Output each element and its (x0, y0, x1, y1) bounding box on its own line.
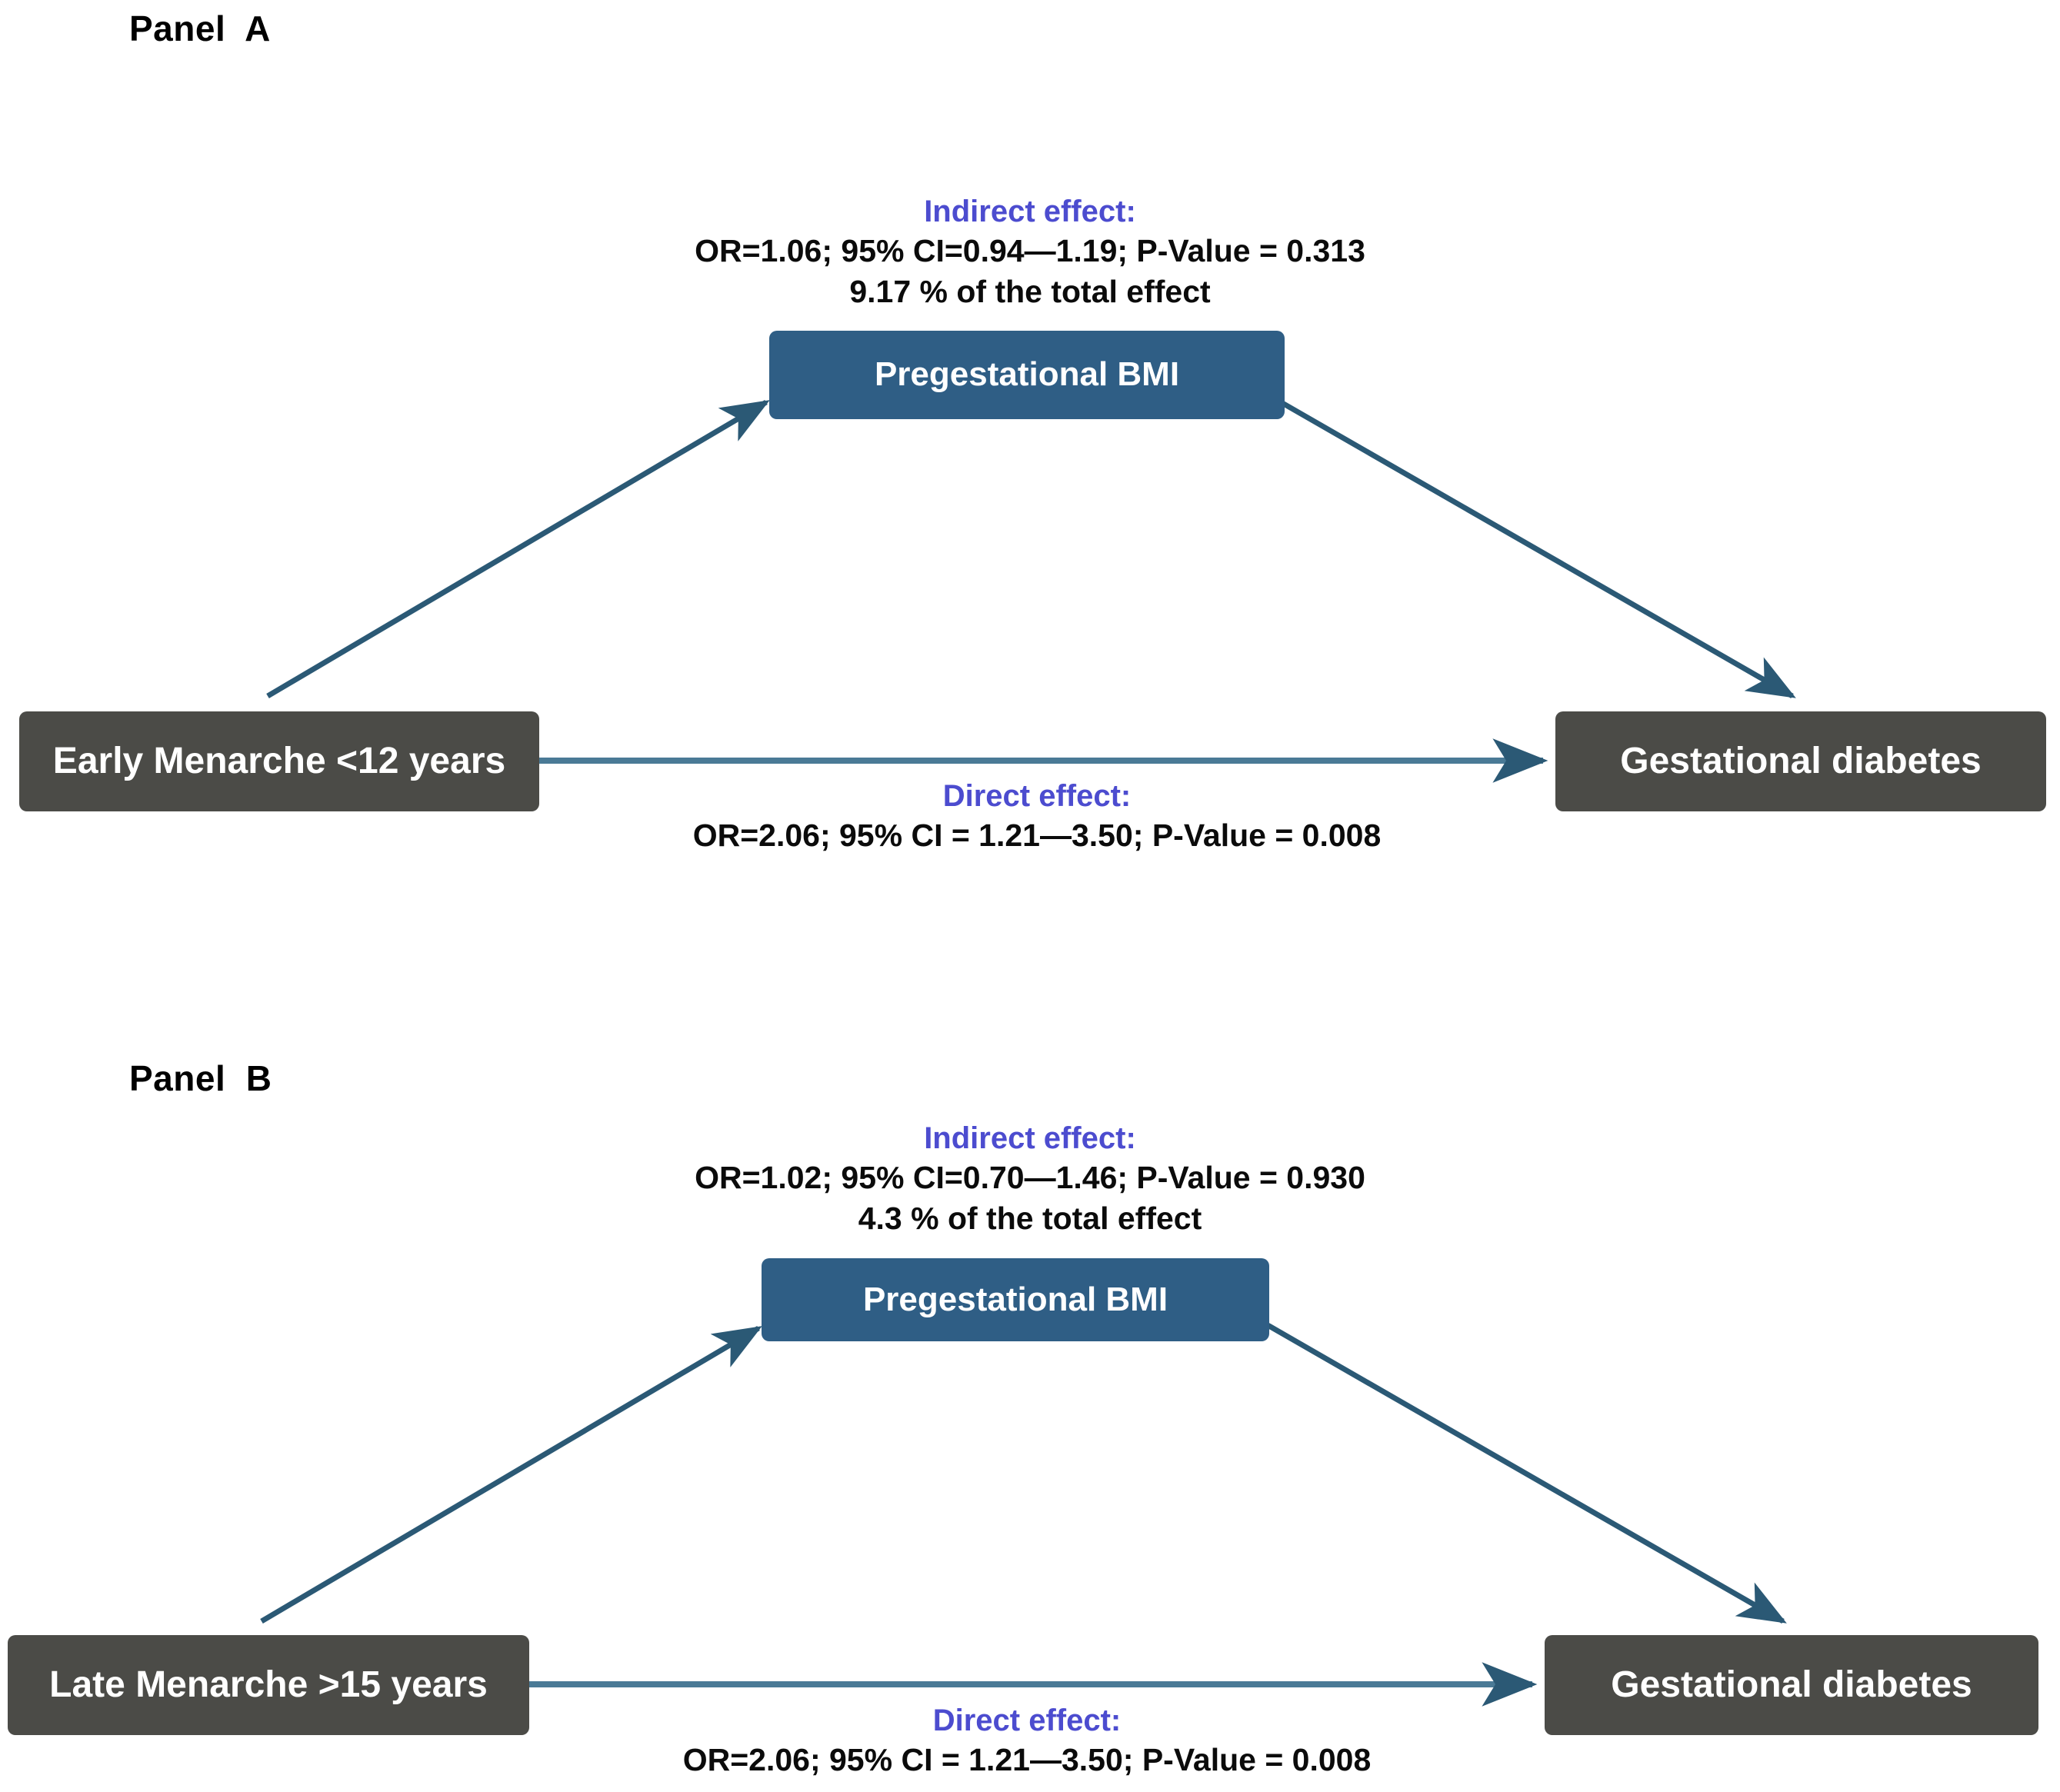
panel-b-indirect-proportion: 4.3 % of the total effect (858, 1201, 1202, 1237)
arrow-a-mediator-to-outcome (1275, 397, 1796, 699)
panel-a-direct-stats: OR=2.06; 95% CI = 1.21—3.50; P-Value = 0… (692, 818, 1382, 853)
panel-a-indirect-title: Indirect effect: (924, 195, 1136, 228)
panel-a-mediator-box[interactable]: Pregestational BMI (769, 331, 1285, 419)
panel-b-mediator-box[interactable]: Pregestational BMI (762, 1258, 1269, 1341)
panel-b-label: Panel B (129, 1058, 272, 1098)
panel-a-exposure-label: Early Menarche <12 years (52, 740, 506, 781)
panel-a-mediator-label: Pregestational BMI (874, 355, 1180, 394)
panel-a-label: Panel A (129, 8, 271, 48)
panel-b-indirect-stats: OR=1.02; 95% CI=0.70—1.46; P-Value = 0.9… (695, 1160, 1365, 1195)
panel-b-outcome-label: Gestational diabetes (1611, 1664, 1972, 1705)
panel-a-outcome-label: Gestational diabetes (1620, 740, 1982, 781)
panel-a-direct-title: Direct effect: (942, 779, 1132, 813)
panel-b-indirect-effect: Indirect effect: OR=1.02; 95% CI=0.70—1.… (0, 1119, 2060, 1240)
arrow-a-exposure-to-mediator (266, 399, 770, 699)
arrow-b-mediator-to-outcome (1266, 1322, 1787, 1624)
panel-b-exposure-label: Late Menarche >15 years (49, 1664, 488, 1705)
panel-a-indirect-effect: Indirect effect: OR=1.06; 95% CI=0.94—1.… (0, 192, 2060, 313)
panel-b-mediator-label: Pregestational BMI (862, 1280, 1168, 1318)
panel-b-direct-title: Direct effect: (932, 1704, 1122, 1737)
panel-a-indirect-proportion: 9.17 % of the total effect (849, 274, 1211, 310)
panel-b-direct-effect: Direct effect: OR=2.06; 95% CI = 1.21—3.… (522, 1701, 1532, 1780)
panel-b-indirect-title: Indirect effect: (924, 1121, 1136, 1155)
panel-a-outcome-box[interactable]: Gestational diabetes (1555, 711, 2046, 811)
panel-a-direct-effect: Direct effect: OR=2.06; 95% CI = 1.21—3.… (531, 777, 1543, 856)
arrow-b-exposure-to-mediator (260, 1325, 762, 1624)
panel-a-indirect-stats: OR=1.06; 95% CI=0.94—1.19; P-Value = 0.3… (695, 233, 1365, 268)
panel-b-outcome-box[interactable]: Gestational diabetes (1545, 1635, 2038, 1735)
panel-a-exposure-box[interactable]: Early Menarche <12 years (19, 711, 539, 811)
panel-b-direct-stats: OR=2.06; 95% CI = 1.21—3.50; P-Value = 0… (682, 1742, 1372, 1777)
panel-b-exposure-box[interactable]: Late Menarche >15 years (8, 1635, 529, 1735)
